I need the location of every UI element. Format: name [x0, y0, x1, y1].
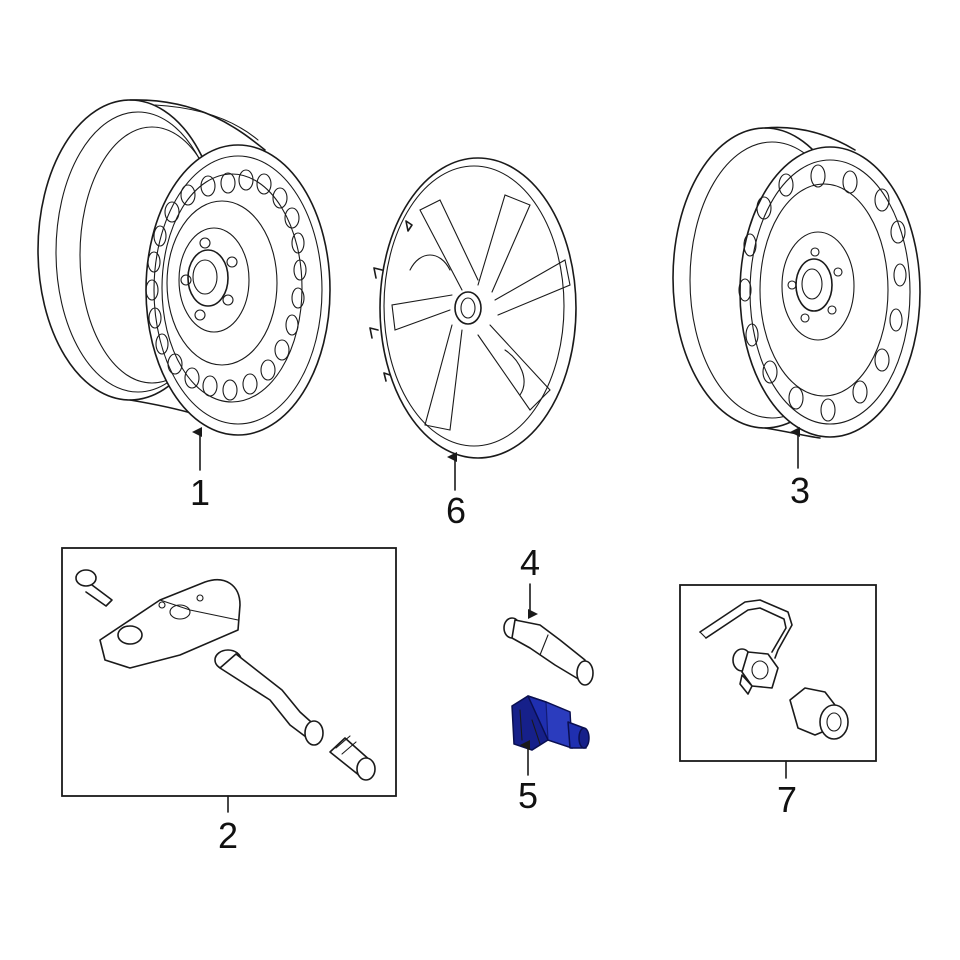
- wheel-cover-spokes: [391, 194, 571, 431]
- callout-6[interactable]: 6: [446, 490, 466, 531]
- part-7-wheel-lock-kit[interactable]: [679, 584, 877, 762]
- part-5-lug-nut[interactable]: [511, 695, 590, 751]
- callout-7[interactable]: 7: [777, 779, 797, 820]
- tpms-screw: [75, 569, 113, 607]
- part-6-wheel-cover[interactable]: [369, 157, 577, 459]
- callout-2[interactable]: 2: [218, 815, 238, 856]
- callout-3[interactable]: 3: [790, 470, 810, 511]
- part-3-steel-wheel[interactable]: [672, 126, 921, 439]
- tpms-valve-cap: [329, 735, 376, 781]
- lock-key-wire: [699, 599, 793, 659]
- lock-nut: [789, 687, 849, 740]
- part-1-steel-wheel[interactable]: [37, 99, 331, 436]
- wheel-3-vent-holes: [738, 164, 907, 422]
- lock-key: [732, 648, 779, 695]
- wheel-1-vent-holes: [145, 169, 307, 401]
- callout-1[interactable]: 1: [190, 472, 210, 513]
- part-4-valve-stem[interactable]: [503, 617, 594, 686]
- tpms-sensor-body: [99, 579, 241, 669]
- callout-5[interactable]: 5: [518, 775, 538, 816]
- tpms-valve-stem: [214, 649, 324, 746]
- part-2-tpms-sensor-kit[interactable]: [61, 547, 397, 797]
- callout-4[interactable]: 4: [520, 542, 540, 583]
